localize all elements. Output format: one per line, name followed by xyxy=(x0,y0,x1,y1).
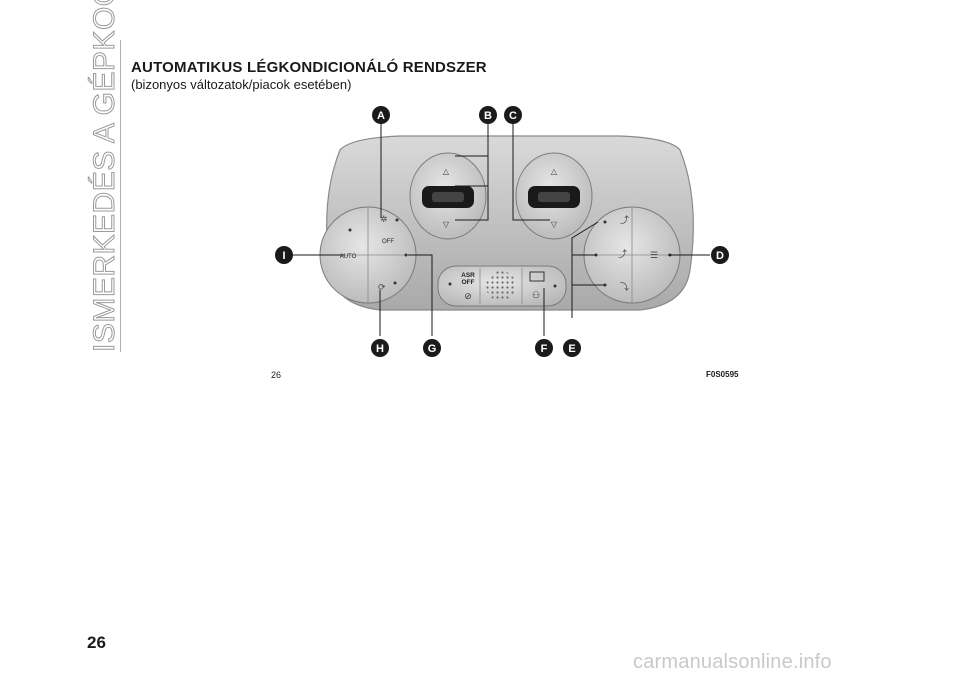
vent-left: △ ▽ xyxy=(409,152,487,240)
callout-E: E xyxy=(563,339,581,357)
svg-text:⚇: ⚇ xyxy=(532,290,540,300)
svg-text:△: △ xyxy=(551,167,558,176)
callout-D: D xyxy=(711,246,729,264)
svg-text:✲: ✲ xyxy=(380,214,388,224)
auto-label: AUTO xyxy=(340,254,357,260)
watermark: carmanualsonline.info xyxy=(633,651,832,673)
svg-text:⊘: ⊘ xyxy=(464,291,472,301)
svg-text:⤵: ⤵ xyxy=(620,282,629,292)
side-divider xyxy=(120,40,121,352)
svg-text:F: F xyxy=(541,343,548,355)
callout-H: H xyxy=(371,339,389,357)
off-label: OFF xyxy=(382,239,394,245)
asr-label-1: ASR xyxy=(461,272,475,279)
svg-text:⤴: ⤴ xyxy=(618,248,627,259)
svg-text:A: A xyxy=(377,110,385,122)
svg-text:B: B xyxy=(484,110,492,122)
asr-label-2: OFF xyxy=(462,279,475,286)
callout-G: G xyxy=(423,339,441,357)
callout-A: A xyxy=(372,106,390,124)
figure-code: F0S0595 xyxy=(706,370,739,379)
svg-text:☰: ☰ xyxy=(650,250,658,260)
svg-text:C: C xyxy=(509,110,517,122)
svg-text:I: I xyxy=(282,250,285,262)
callout-C: C xyxy=(504,106,522,124)
climate-control-figure: △ ▽ △ ▽ ✲ AUTO OFF ⟳ ⤴ ⤴ ⤵ ☰ xyxy=(275,106,729,357)
svg-text:△: △ xyxy=(443,167,450,176)
vent-right: △ ▽ xyxy=(515,152,593,240)
svg-text:⟳: ⟳ xyxy=(378,282,386,292)
svg-text:▽: ▽ xyxy=(551,220,558,229)
figure-caption-number: 26 xyxy=(271,370,282,380)
page-heading: AUTOMATIKUS LÉGKONDICIONÁLÓ RENDSZER xyxy=(131,59,487,76)
right-control-knob: ⤴ ⤴ ⤵ ☰ xyxy=(583,206,681,304)
svg-text:E: E xyxy=(568,343,575,355)
svg-text:▽: ▽ xyxy=(443,220,450,229)
svg-text:G: G xyxy=(428,343,437,355)
svg-text:⤴: ⤴ xyxy=(620,214,629,225)
callout-I: I xyxy=(275,246,293,264)
section-side-title: ISMERKEDÉS A GÉPKOCSIVAL xyxy=(88,0,122,353)
svg-text:D: D xyxy=(716,250,724,262)
page-number: 26 xyxy=(87,633,106,652)
svg-text:H: H xyxy=(376,343,384,355)
center-button-strip: ASR OFF ⊘ ⚇ xyxy=(437,265,567,307)
page-subheading: (bizonyos változatok/piacok esetében) xyxy=(131,77,352,92)
callout-F: F xyxy=(535,339,553,357)
callout-B: B xyxy=(479,106,497,124)
